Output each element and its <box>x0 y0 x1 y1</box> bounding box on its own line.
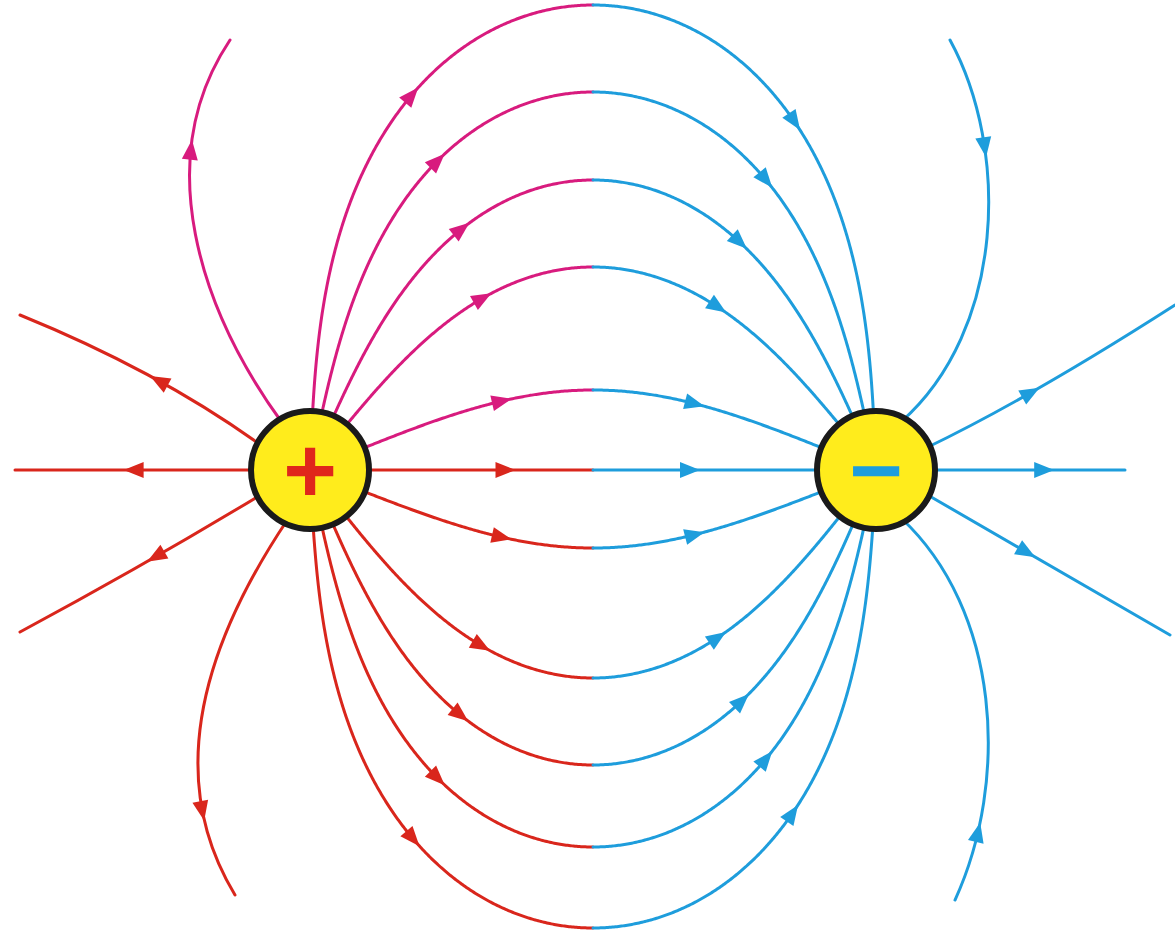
charge-circle: + <box>248 408 372 532</box>
arrow-head <box>780 801 804 827</box>
field-line <box>926 305 1175 448</box>
arrow-head <box>782 109 806 135</box>
arrow-head <box>1014 540 1039 564</box>
field-line <box>314 532 873 928</box>
arrow-head <box>1034 462 1054 478</box>
field-line-half <box>593 493 818 548</box>
field-line <box>901 40 989 422</box>
field-line-half <box>593 390 819 447</box>
field-line <box>928 469 1125 472</box>
arrow-head <box>469 634 494 658</box>
arrow-head <box>182 139 200 161</box>
field-line <box>368 493 819 548</box>
arrow-head <box>425 148 450 173</box>
arrow-head <box>400 826 425 852</box>
arrow-head <box>192 800 212 823</box>
arrow-head <box>683 393 706 414</box>
charge-sign: + <box>283 424 337 516</box>
charge-sign: − <box>849 424 903 516</box>
outer-field-lines <box>15 40 1175 900</box>
arrow-head <box>753 167 778 193</box>
field-line-half <box>334 527 593 765</box>
field-line <box>335 180 851 413</box>
arrow-head <box>425 765 450 790</box>
field-line <box>313 5 873 408</box>
arrow-head <box>753 746 778 772</box>
field-line-half <box>593 267 837 422</box>
field-line-half <box>593 527 852 765</box>
field-line-half <box>593 519 838 678</box>
field-line <box>367 390 818 447</box>
field-line-half <box>593 531 863 847</box>
field-line <box>349 267 837 422</box>
arrow-head <box>705 295 731 319</box>
arrow-head <box>683 524 706 544</box>
field-line <box>348 519 838 678</box>
field-line <box>372 462 814 478</box>
arrow-head <box>705 625 731 649</box>
field-line-half <box>313 5 593 408</box>
field-line <box>20 494 262 632</box>
arrow-head <box>143 545 168 569</box>
field-line <box>901 518 988 900</box>
field-line-half <box>323 531 593 847</box>
charge-circle: − <box>814 408 938 532</box>
field-line-half <box>593 532 872 928</box>
arrow-head <box>680 462 700 478</box>
field-line <box>198 519 288 895</box>
arrow-head <box>124 462 144 478</box>
arrow-head <box>1018 381 1043 405</box>
field-line <box>334 527 852 765</box>
arrow-head <box>727 229 753 254</box>
field-line-half <box>593 92 863 409</box>
arrow-head <box>729 688 755 713</box>
field-line-half <box>335 180 593 413</box>
field-line-half <box>372 469 593 472</box>
arrow-head <box>449 217 475 242</box>
field-line-half <box>348 519 593 678</box>
field-line-half <box>368 493 593 548</box>
arrow-head <box>146 369 171 393</box>
arrow-head <box>448 703 474 728</box>
field-line-half <box>314 532 593 928</box>
field-line-half <box>323 92 593 409</box>
arrow-head <box>496 462 516 478</box>
connector-layer <box>313 5 873 928</box>
field-line-half <box>367 390 593 447</box>
arrow-head <box>490 391 513 411</box>
field-line <box>323 531 863 847</box>
field-line-half <box>593 180 851 413</box>
arrow-head <box>968 821 988 844</box>
field-line-half <box>349 267 593 422</box>
arrow-head <box>975 136 994 158</box>
field-line-half <box>593 469 814 472</box>
field-line-half <box>593 5 873 408</box>
field-line <box>20 315 262 446</box>
arrow-head <box>490 527 513 547</box>
field-line <box>926 494 1170 635</box>
field-line <box>190 40 283 424</box>
arrow-head <box>399 82 424 108</box>
arrow-head <box>470 286 495 310</box>
